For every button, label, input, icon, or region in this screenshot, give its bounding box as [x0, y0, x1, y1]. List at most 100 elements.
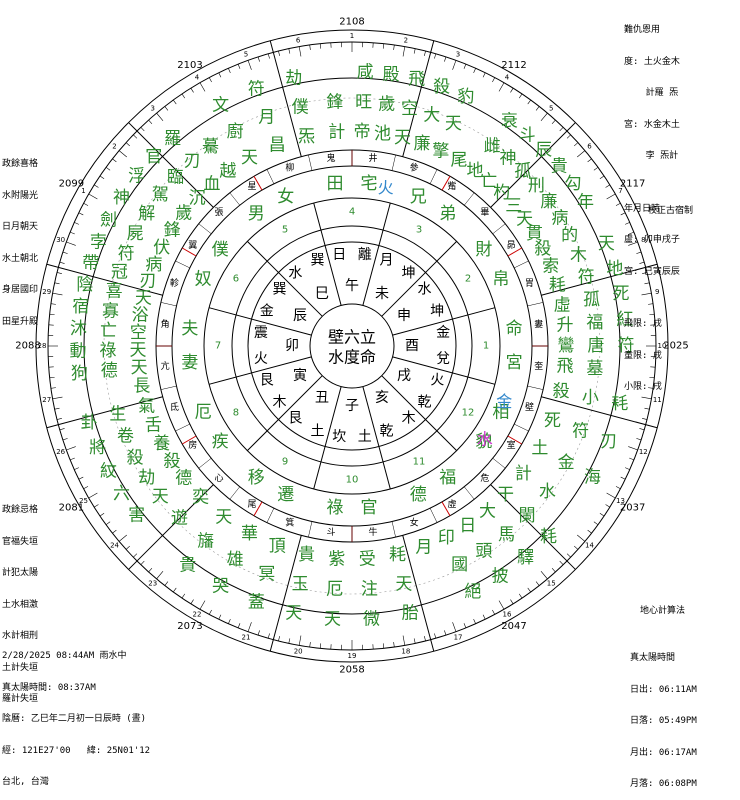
- year-label: 2073: [177, 621, 202, 632]
- star-char: 馬: [498, 525, 515, 545]
- mansion-divider: [392, 521, 396, 537]
- branch-element: 火: [254, 351, 268, 367]
- mansion-divider: [527, 386, 543, 390]
- branch-name: 申: [397, 308, 411, 324]
- degree-tick: [567, 554, 571, 557]
- branch-trigram: 離: [358, 246, 372, 263]
- star-char: 哭: [212, 576, 229, 596]
- star-char: 亡: [100, 321, 117, 341]
- star-char: 浮: [128, 167, 145, 187]
- degree-label: 16: [503, 610, 512, 618]
- branch-divider: [382, 376, 457, 451]
- branch-trigram: 乾: [417, 395, 431, 411]
- house-char: 疾: [212, 432, 229, 452]
- star-char: 耗: [540, 527, 557, 547]
- branch-element: 金: [260, 304, 274, 320]
- degree-tick: [536, 106, 539, 110]
- branch-trigram: 巽: [311, 253, 325, 269]
- house-char: 僕: [212, 240, 229, 260]
- degree-tick: [519, 94, 522, 98]
- degree-tick: [607, 493, 616, 498]
- degree-tick: [70, 232, 75, 234]
- degree-tick: [94, 185, 98, 188]
- degree-tick: [289, 638, 290, 643]
- birth-line: 台北, 台灣: [2, 777, 150, 788]
- degree-tick: [424, 51, 425, 56]
- star-char: 天: [285, 604, 302, 624]
- year-label: 2037: [620, 503, 645, 514]
- star-char: 狗: [71, 364, 88, 384]
- star-char: 月: [415, 538, 432, 558]
- time-line: 日落: 05:49PM: [630, 716, 697, 727]
- star-char: 的: [561, 226, 578, 246]
- house-char: 宮: [506, 353, 523, 373]
- star-char: 符: [578, 267, 595, 287]
- degree-tick: [414, 638, 415, 643]
- star-char: 劫: [138, 468, 155, 488]
- degree-tick: [434, 54, 435, 59]
- degree-tick: [606, 185, 610, 188]
- branch-trigram: 兌: [436, 351, 450, 367]
- degree-tick: [394, 642, 395, 647]
- star-char: 羅: [164, 129, 181, 149]
- degree-tick: [299, 636, 301, 646]
- planet-metal: 金: [496, 392, 512, 411]
- degree-tick: [209, 610, 211, 614]
- star-char: 頭: [475, 541, 492, 561]
- star-char: 天: [215, 507, 232, 527]
- star-char: 殺: [553, 381, 570, 401]
- star-char: 微: [363, 609, 380, 629]
- degree-tick: [453, 60, 456, 69]
- star-char: 害: [128, 505, 145, 525]
- degree-label: 3: [456, 51, 460, 59]
- house-char: 德: [410, 485, 427, 505]
- branch-element: 金: [436, 325, 450, 341]
- degree-label: 5: [549, 105, 553, 113]
- branch-trigram: 巽: [273, 281, 287, 297]
- year-label: 2081: [59, 503, 84, 514]
- degree-tick: [51, 304, 56, 305]
- degree-tick: [200, 83, 205, 92]
- year-label: 2058: [339, 665, 364, 676]
- branch-element: 木: [402, 410, 416, 426]
- star-char: 華: [241, 524, 258, 544]
- pattern-line: 田星升殿: [2, 317, 38, 328]
- mansion-label: 房: [188, 439, 197, 451]
- branch-name: 辰: [293, 308, 307, 324]
- degree-tick: [70, 458, 75, 460]
- info-line: 難仇恩用: [624, 25, 680, 36]
- ring-number: 7: [215, 341, 221, 352]
- degree-tick: [616, 203, 620, 205]
- star-char: 雄: [227, 550, 244, 570]
- degree-label: 3: [151, 105, 155, 113]
- mansion-divider: [464, 487, 474, 500]
- pattern-line: 日月朝天: [2, 222, 38, 233]
- degree-label: 12: [639, 448, 648, 456]
- star-char: 病: [145, 255, 162, 275]
- house-char: 男: [248, 204, 265, 224]
- house-char: 奴: [195, 270, 212, 290]
- degree-tick: [209, 78, 211, 82]
- star-char: 越: [219, 162, 236, 182]
- info-line: 小限: 戌: [624, 382, 680, 393]
- degree-tick: [567, 135, 571, 138]
- mansion-divider: [230, 193, 240, 206]
- degree-tick: [84, 203, 88, 205]
- star-char: 飛: [408, 70, 425, 90]
- mansion-divider: [230, 487, 240, 500]
- star-char: 頂: [269, 537, 286, 557]
- degree-tick: [616, 486, 620, 488]
- star-char: 鸞: [558, 336, 575, 356]
- degree-tick: [66, 447, 75, 450]
- mansion-label: 畢: [480, 207, 489, 218]
- degree-tick: [200, 601, 205, 610]
- degree-label: 23: [148, 579, 157, 587]
- star-char: 天: [394, 128, 411, 148]
- star-char: 鋒: [326, 93, 343, 113]
- mansion-divider: [493, 458, 506, 468]
- degree-tick: [444, 630, 446, 635]
- house-char: 祿: [326, 498, 343, 518]
- pattern-line: 水附陽光: [2, 191, 38, 202]
- mansion-divider: [493, 224, 506, 234]
- degree-tick: [57, 418, 62, 419]
